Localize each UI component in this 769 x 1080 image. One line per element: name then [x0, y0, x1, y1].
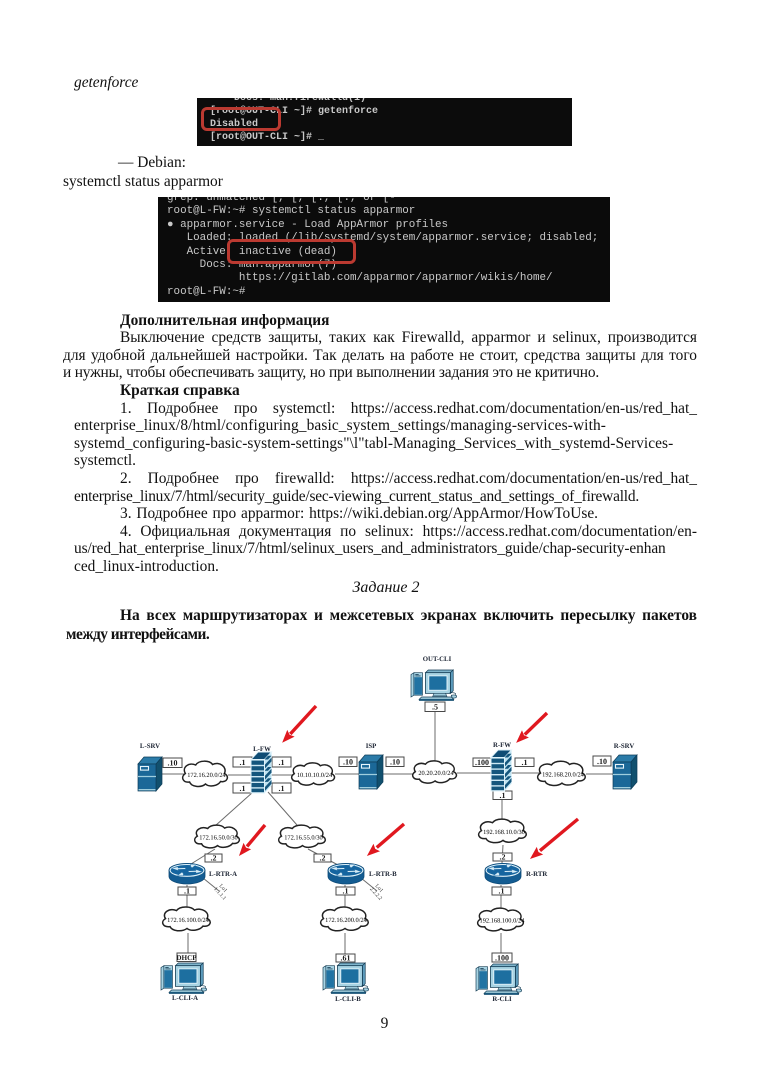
- svg-text:.10: .10: [168, 759, 178, 768]
- svg-text:.2: .2: [211, 854, 217, 863]
- svg-text:172.16.20.0/24: 172.16.20.0/24: [187, 772, 226, 779]
- svg-text:L-RTR-A: L-RTR-A: [209, 871, 237, 878]
- svg-text:192.168.10.0/30: 192.168.10.0/30: [483, 829, 525, 836]
- svg-text:.1: .1: [522, 758, 528, 767]
- svg-text:Lo1: Lo1: [218, 883, 229, 894]
- svg-text:R-FW: R-FW: [493, 742, 511, 749]
- svg-text:L-CLI-A: L-CLI-A: [172, 995, 198, 1002]
- svg-text:L-SRV: L-SRV: [140, 743, 160, 750]
- svg-text:172.16.100.0/24: 172.16.100.0/24: [167, 917, 210, 924]
- svg-text:R-SRV: R-SRV: [614, 743, 635, 750]
- svg-text:.2: .2: [320, 854, 326, 863]
- svg-text:.1: .1: [240, 758, 246, 767]
- svg-text:10.10.10.0/24: 10.10.10.0/24: [297, 772, 333, 779]
- svg-text:.10: .10: [390, 758, 400, 767]
- svg-text:.61: .61: [341, 954, 351, 963]
- svg-text:.1: .1: [279, 784, 285, 793]
- svg-text:L-CLI-B: L-CLI-B: [335, 996, 361, 1003]
- svg-text:DHCP: DHCP: [176, 954, 197, 962]
- svg-text:OUT-CLI: OUT-CLI: [423, 656, 452, 663]
- svg-text:172.16.200.0/24: 172.16.200.0/24: [325, 917, 368, 924]
- svg-text:.1: .1: [343, 887, 349, 896]
- svg-text:.1: .1: [279, 758, 285, 767]
- svg-text:ISP: ISP: [366, 743, 377, 750]
- svg-text:192.168.20.0/24: 192.168.20.0/24: [542, 772, 585, 779]
- svg-text:.5: .5: [432, 703, 438, 712]
- svg-text:.1: .1: [500, 791, 506, 800]
- svg-text:20.20.20.0/24: 20.20.20.0/24: [418, 770, 454, 777]
- svg-text:R-CLI: R-CLI: [492, 996, 512, 1003]
- svg-text:.100: .100: [475, 758, 489, 767]
- svg-text:.1: .1: [240, 784, 246, 793]
- svg-text:.1: .1: [499, 887, 505, 896]
- svg-text:192.168.100.0/24: 192.168.100.0/24: [480, 918, 526, 925]
- svg-text:.2: .2: [500, 853, 506, 862]
- svg-text:.100: .100: [495, 954, 509, 963]
- svg-text:172.16.50.0/30: 172.16.50.0/30: [199, 835, 238, 842]
- svg-text:.10: .10: [343, 758, 353, 767]
- svg-text:L-RTR-B: L-RTR-B: [369, 871, 397, 878]
- svg-text:R-RTR: R-RTR: [526, 871, 547, 878]
- svg-text:Lo1: Lo1: [374, 883, 385, 894]
- svg-text:.1: .1: [184, 887, 190, 896]
- svg-text:L-FW: L-FW: [253, 746, 271, 753]
- svg-text:.10: .10: [597, 757, 607, 766]
- svg-text:172.16.55.0/30: 172.16.55.0/30: [284, 835, 323, 842]
